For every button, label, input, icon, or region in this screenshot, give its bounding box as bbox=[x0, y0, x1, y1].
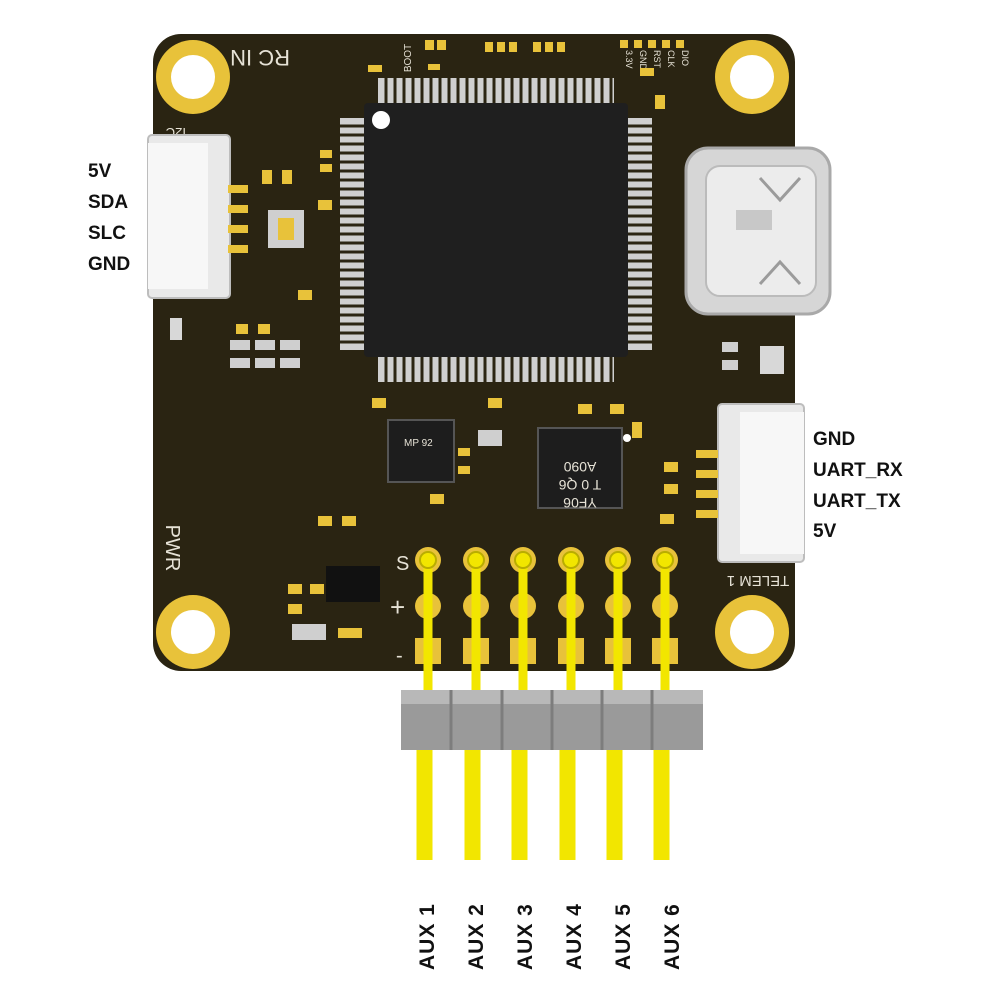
power-regulator-chip bbox=[326, 566, 380, 602]
mcu-pin1-dot bbox=[372, 111, 390, 129]
small-components bbox=[170, 150, 784, 640]
silk-swd-gnd: GND bbox=[638, 50, 648, 71]
silk-swd-dio: DIO bbox=[680, 50, 690, 66]
aux-2-label: AUX 2 bbox=[465, 903, 488, 970]
silk-ic2-line1: A090 bbox=[563, 459, 596, 475]
silk-ic2-line2: T 0 Q6 bbox=[559, 477, 602, 493]
silk-ic2-line3: YF06 bbox=[563, 495, 597, 511]
ic-chip-2: A090 T 0 Q6 YF06 bbox=[537, 427, 631, 511]
header-pin-tips bbox=[419, 551, 674, 569]
i2c-pin-slc-label: SLC bbox=[88, 223, 126, 244]
silk-pwr: PWR bbox=[161, 525, 183, 572]
aux-6-label: AUX 6 bbox=[661, 903, 684, 970]
silk-swd-33v: 3.3V bbox=[624, 50, 634, 69]
telem-connector bbox=[696, 403, 805, 563]
aux-3-label: AUX 3 bbox=[514, 903, 537, 970]
silk-imu-marking: MP 92 bbox=[404, 438, 433, 449]
silk-boot: BOOT bbox=[403, 44, 414, 72]
silk-swd-rst: RST bbox=[652, 50, 662, 69]
mounting-hole-tr bbox=[715, 40, 789, 114]
silk-swd-clk: CLK bbox=[666, 50, 676, 68]
i2c-connector bbox=[147, 134, 248, 299]
mcu-chip bbox=[364, 103, 628, 357]
i2c-pin-gnd-label: GND bbox=[88, 254, 131, 275]
uart-pin-gnd-label: GND bbox=[813, 429, 856, 450]
mounting-hole-br bbox=[715, 595, 789, 669]
swd-labels: 3.3V GND RST CLK DIO bbox=[624, 50, 690, 71]
silk-servo-row-s: S bbox=[396, 553, 409, 575]
i2c-pin-sda-label: SDA bbox=[88, 192, 129, 213]
top-pads bbox=[368, 40, 684, 109]
pin-header-housing bbox=[401, 690, 703, 750]
silk-telem: TELEM 1 bbox=[727, 572, 790, 589]
mounting-hole-bl bbox=[156, 595, 230, 669]
imu-chip: MP 92 bbox=[387, 419, 455, 483]
i2c-pin-5v-label: 5V bbox=[88, 161, 112, 182]
silk-rc-in: RC IN bbox=[230, 45, 290, 70]
uart-pin-5v-label: 5V bbox=[813, 521, 837, 542]
uart-pin-tx-label: UART_TX bbox=[813, 491, 901, 512]
usb-c-port bbox=[684, 146, 832, 316]
baro-sensor bbox=[268, 210, 304, 248]
mounting-hole-tl bbox=[156, 40, 230, 114]
aux-4-label: AUX 4 bbox=[563, 903, 586, 970]
silk-servo-row-plus: + bbox=[390, 592, 405, 622]
silk-servo-row-minus: - bbox=[396, 645, 403, 667]
mcu-pin-gaps bbox=[340, 78, 652, 382]
uart-pin-rx-label: UART_RX bbox=[813, 460, 903, 481]
aux-1-label: AUX 1 bbox=[416, 903, 439, 970]
aux-5-label: AUX 5 bbox=[612, 903, 635, 970]
